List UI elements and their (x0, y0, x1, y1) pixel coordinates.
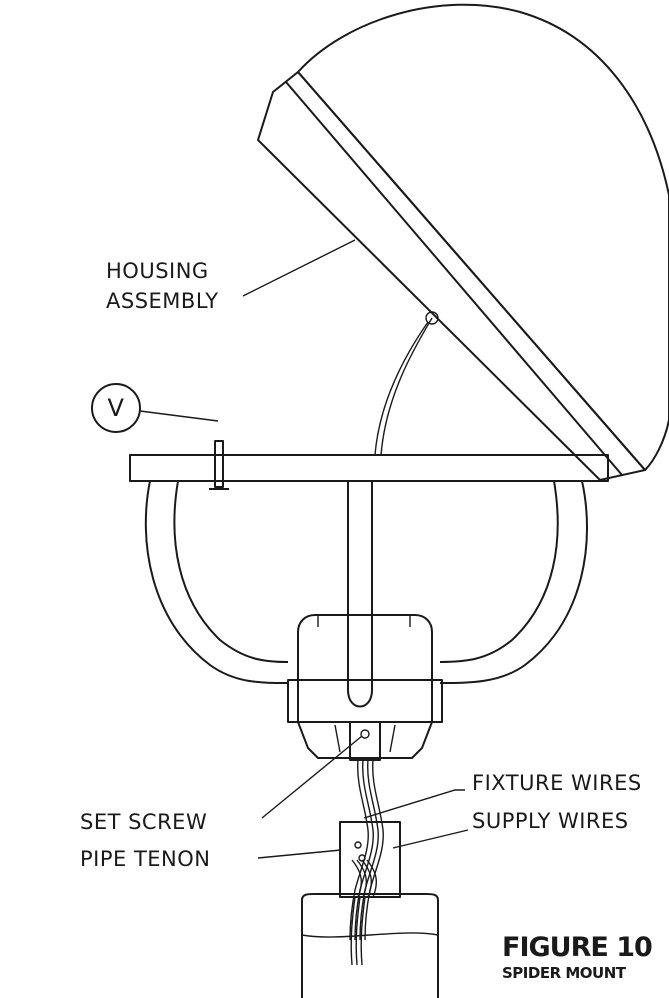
wires (349, 759, 384, 941)
leader-housing (242, 239, 356, 297)
leader-set-screw (261, 735, 363, 819)
label-set-screw: SET SCREW (80, 810, 207, 834)
center-pole (347, 481, 373, 690)
hub-fitter (287, 614, 443, 761)
set-screw-hole (360, 729, 370, 739)
housing-rim-edge (257, 91, 274, 141)
callout-v: V (91, 383, 141, 433)
pipe-tenon (339, 821, 401, 898)
callout-v-label: V (108, 394, 125, 422)
label-pipe-tenon: PIPE TENON (80, 847, 211, 871)
label-supply-wires: SUPPLY WIRES (472, 809, 629, 833)
tether-cable (374, 311, 439, 456)
leader-pipe-tenon (257, 849, 342, 859)
pole (301, 893, 439, 998)
plate-bolt (209, 440, 229, 490)
figure-caption: SPIDER MOUNT (502, 964, 627, 982)
leader-fixture-wires (363, 789, 465, 819)
leader-supply-wires (392, 829, 469, 849)
figure-number: FIGURE 10 (502, 932, 652, 963)
housing-rim-inner (285, 81, 623, 476)
housing-assembly (257, 3, 669, 481)
spider-plate (129, 454, 609, 482)
leader-v (139, 410, 219, 422)
housing-dome (297, 3, 669, 471)
label-assembly: ASSEMBLY (106, 289, 219, 313)
label-housing: HOUSING (106, 259, 209, 283)
leader-lines (139, 239, 469, 859)
spider-arms (144, 480, 588, 684)
label-fixture-wires: FIXTURE WIRES (472, 771, 642, 795)
